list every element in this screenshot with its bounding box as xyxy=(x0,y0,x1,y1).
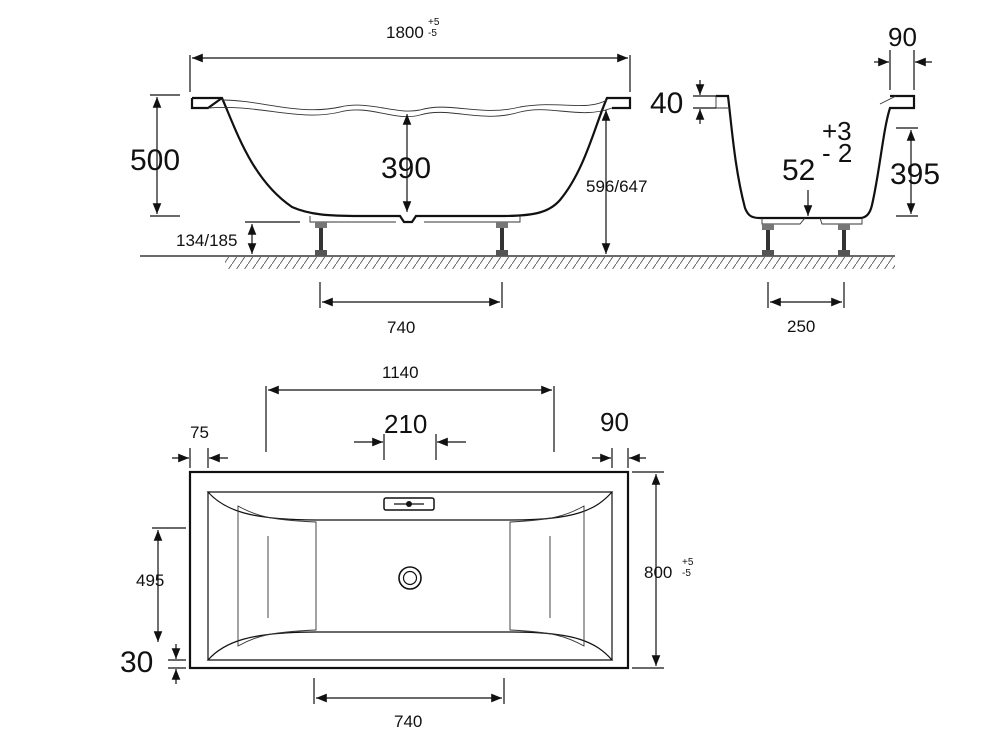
side-tub-inner-wave xyxy=(207,106,613,118)
dim-length-tol-plus: +5 xyxy=(428,17,440,28)
overflow-icon xyxy=(383,497,435,511)
top-tub-inner-bottom xyxy=(206,631,614,661)
dim-end-feet-distance: 250 xyxy=(787,317,815,336)
end-leg-right xyxy=(838,224,850,256)
dim-depth: 395 xyxy=(890,158,940,191)
dim-overall-height: 596/647 xyxy=(586,177,647,196)
end-tub-outline xyxy=(716,94,916,220)
dim-height: 500 xyxy=(130,144,180,177)
dim-top-feet-distance: 740 xyxy=(394,712,422,731)
dim-center-to-drain: 495 xyxy=(136,571,164,590)
dim-rim-width: 90 xyxy=(888,22,917,52)
side-tub-outline xyxy=(192,96,632,224)
dim-width-tol-minus: -5 xyxy=(682,568,691,579)
top-view: 1140 210 75 90 495 30 800 +5 xyxy=(120,363,694,731)
dim-left-rim: 75 xyxy=(190,423,209,442)
dim-inner-length: 1140 xyxy=(382,363,419,382)
dim-rim-height: 40 xyxy=(650,87,683,120)
side-tub-rim-left xyxy=(190,97,223,110)
end-tub-inner xyxy=(715,95,897,109)
dim-inner-depth: 390 xyxy=(381,152,431,185)
top-tub-inner xyxy=(206,491,614,521)
dim-drain-value: 52 xyxy=(782,154,815,187)
dim-tol-minus: - 2 xyxy=(822,138,852,168)
dim-width-tol-plus: +5 xyxy=(682,557,694,568)
top-tub-outer xyxy=(188,470,630,670)
side-tub-base xyxy=(309,216,521,223)
dim-tol-plus: +3 xyxy=(822,116,852,146)
ground-hatch xyxy=(225,257,895,269)
dim-foot-height: 134/185 xyxy=(176,231,237,250)
side-view: 1800 +5 -5 500 390 596/647 134/185 740 xyxy=(130,17,895,337)
end-leg-left xyxy=(762,224,774,256)
side-leg-right xyxy=(496,222,508,256)
end-view: 90 40 +3 - 2 52 395 250 xyxy=(650,22,940,336)
dim-drain-width: 210 xyxy=(384,409,427,439)
top-tub-basin xyxy=(237,505,317,647)
dim-length: 1800 xyxy=(386,23,424,42)
dim-bottom-rim: 30 xyxy=(120,646,153,679)
drain-icon xyxy=(398,566,422,590)
side-tub-inner-wave-2 xyxy=(221,99,608,112)
side-leg-left xyxy=(315,222,327,256)
dim-right-rim: 90 xyxy=(600,407,629,437)
dim-width: 800 xyxy=(644,563,672,582)
dim-length-tol-minus: -5 xyxy=(428,28,437,39)
dim-feet-distance: 740 xyxy=(387,318,415,337)
